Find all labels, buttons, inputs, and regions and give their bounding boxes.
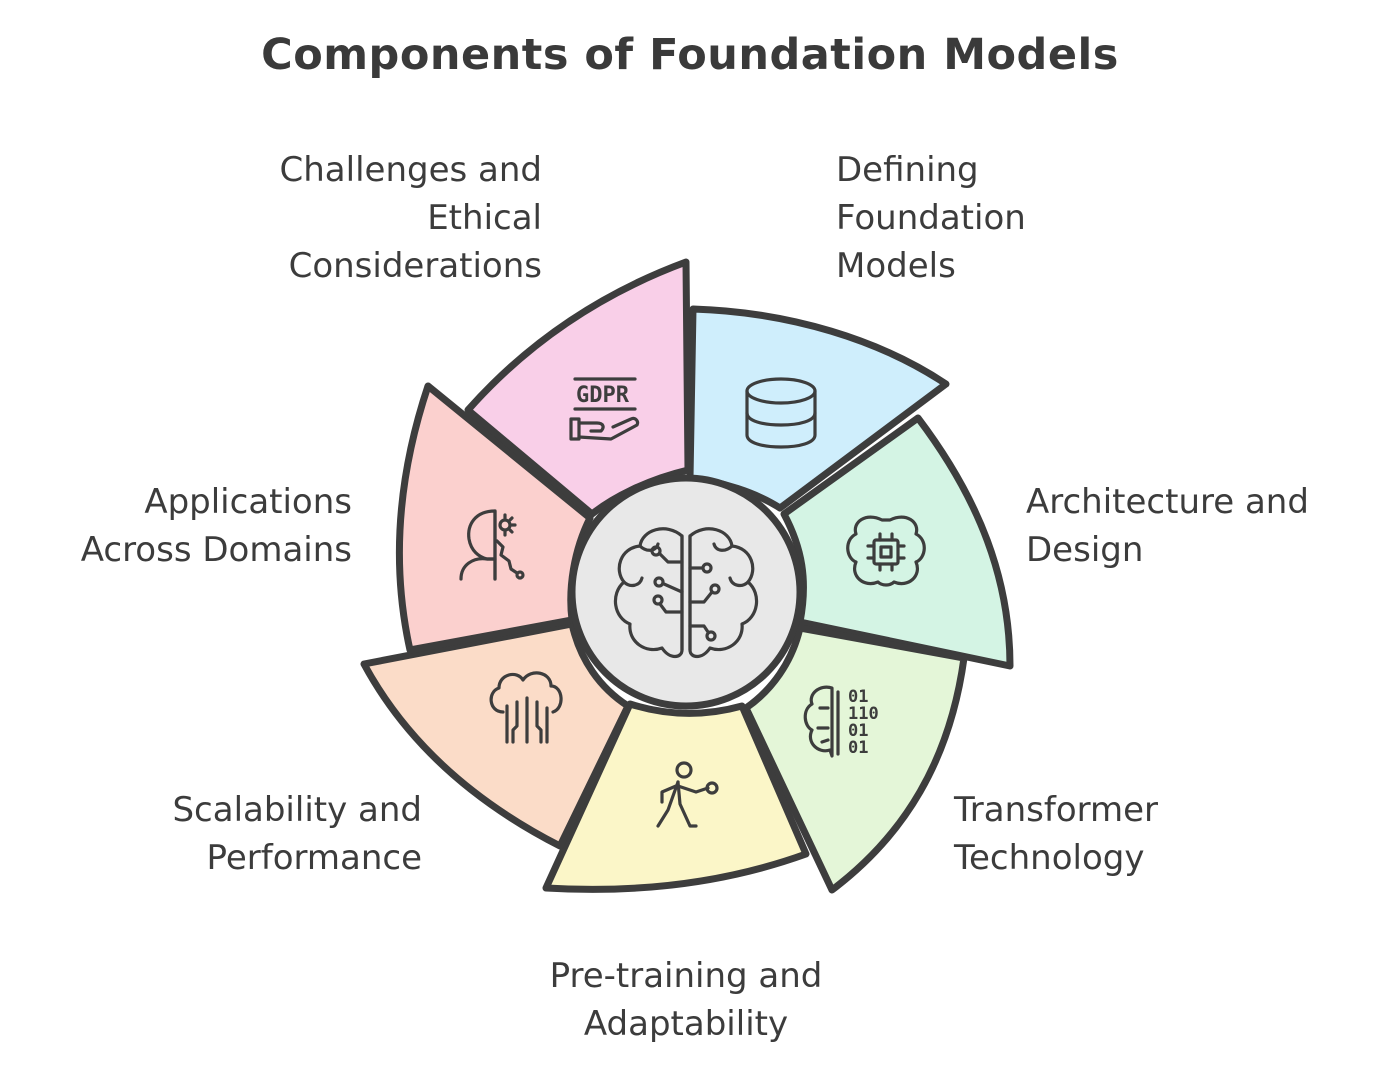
center-outline [568,474,804,710]
cloud-circuit-icon [489,671,563,744]
person-gear-icon [459,509,525,581]
segment-scalability-and-performance [360,620,632,850]
segment-outline [542,700,810,893]
segment-fill [468,262,688,514]
database-icon [745,377,817,449]
diagram-title: Components of Foundation Models [261,30,1119,80]
segment-outline [360,620,632,850]
segment-fill [746,628,964,890]
label-pre-training-and-adaptability: Pre-training and Adaptability [549,956,823,1044]
segment-outline [780,414,1014,670]
brain-binary-icon: 01 110 01 01 [803,685,879,758]
label-transformer-technology: Transformer Technology [954,790,1159,878]
segment-fill [690,309,946,508]
svg-text:01: 01 [848,721,868,741]
center-fill [572,478,800,706]
segment-pre-training-and-adaptability [542,700,810,893]
label-applications-across-domains: Applications Across Domains [80,482,352,570]
segment-transformer-technology [742,624,968,894]
label-challenges-and-ethical-considerations: Challenges and Ethical Considerations [279,150,542,286]
gdpr-hand-icon: GDPR [569,377,640,441]
person-training-icon [656,761,719,828]
svg-text:110: 110 [848,704,879,724]
segment-outline [742,624,968,894]
svg-text:01: 01 [848,687,868,707]
segment-fill [364,624,628,846]
brain-circuit-icon [613,527,759,659]
svg-text:01: 01 [848,738,868,758]
label-architecture-and-design: Architecture and Design [1026,482,1309,570]
label-scalability-and-performance: Scalability and Performance [172,790,422,878]
center-hub [568,474,804,710]
gdpr-icon-text: GDPR [576,383,630,408]
label-defining-foundation-models: Defining Foundation Models [836,150,1026,286]
brain-chip-icon [846,515,926,587]
